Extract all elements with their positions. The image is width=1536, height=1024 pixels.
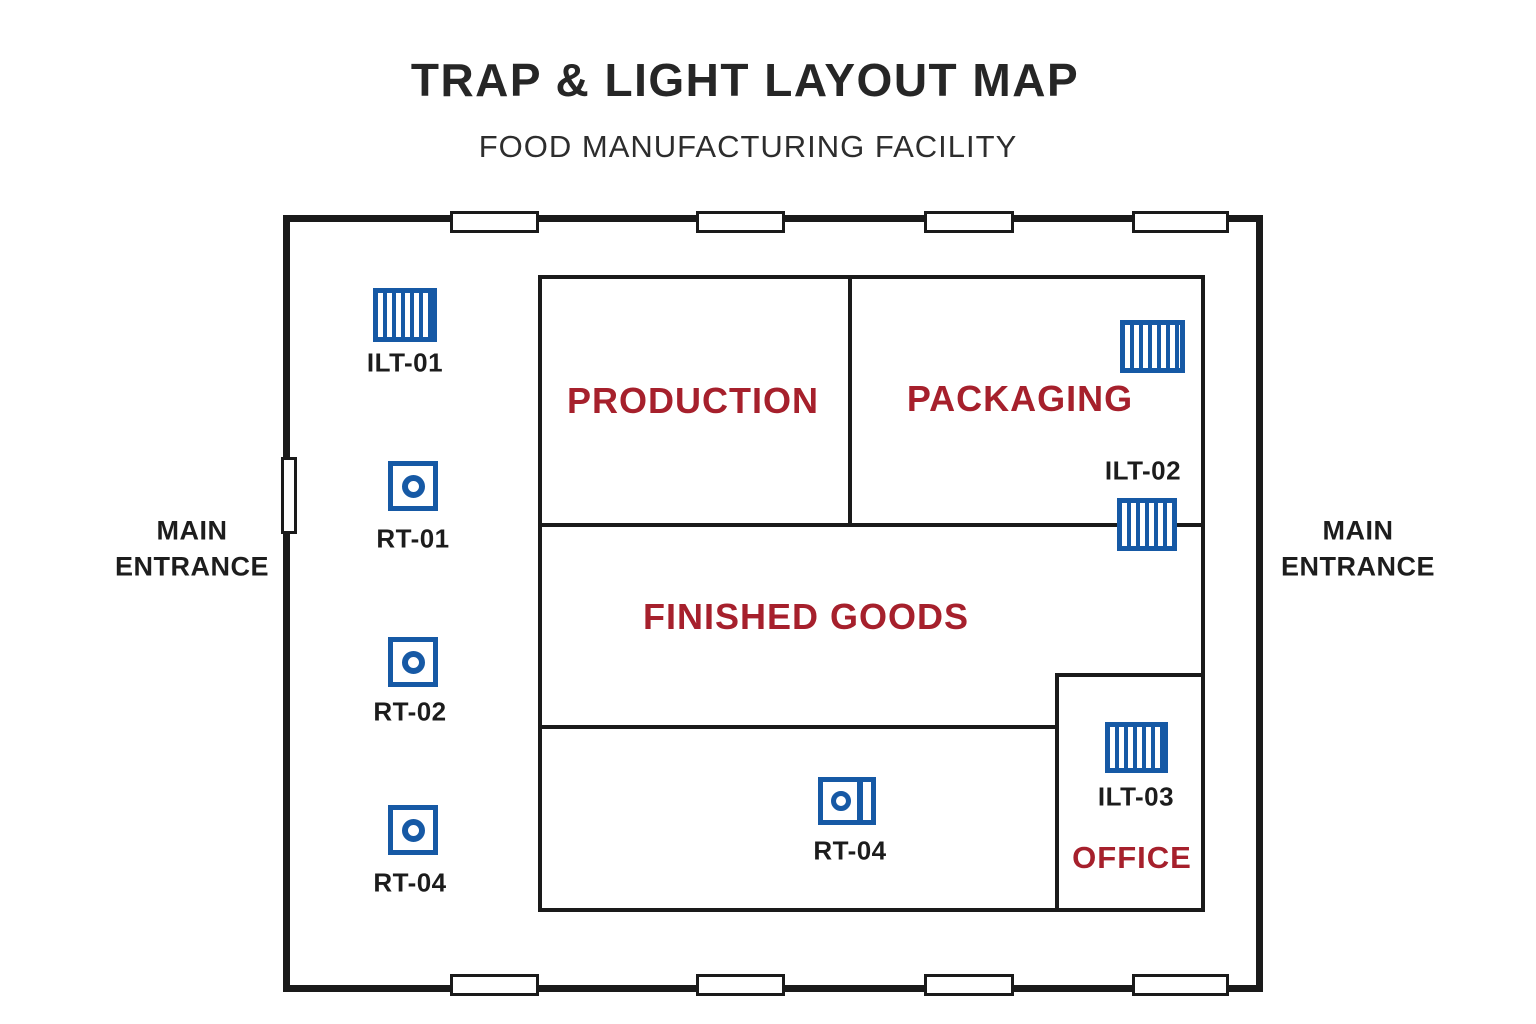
insect-light-trap-icon bbox=[1105, 722, 1168, 773]
insect-light-trap-icon bbox=[373, 288, 437, 342]
wall-opening bbox=[1132, 211, 1229, 233]
rodent-trap-icon bbox=[388, 805, 438, 855]
wall-opening bbox=[696, 211, 785, 233]
wall-opening bbox=[450, 211, 539, 233]
map-subtitle: FOOD MANUFACTURING FACILITY bbox=[478, 129, 1018, 164]
room-label-office: OFFICE bbox=[1072, 840, 1192, 875]
trap-label-ilt01: ILT-01 bbox=[366, 347, 444, 378]
wall-opening bbox=[924, 211, 1014, 233]
main-entrance-label-right: MAIN ENTRANCE bbox=[1281, 513, 1435, 586]
room-label-packaging: PACKAGING bbox=[906, 378, 1134, 419]
room-label-production: PRODUCTION bbox=[567, 380, 819, 421]
rodent-trap-icon bbox=[388, 637, 438, 687]
wall-opening bbox=[450, 974, 539, 996]
wall-opening bbox=[696, 974, 785, 996]
trap-ring bbox=[401, 650, 425, 674]
entrance-line1: MAIN bbox=[156, 515, 228, 546]
trap-label-rt02: RT-02 bbox=[373, 696, 447, 727]
trap-label-ilt02: ILT-02 bbox=[1104, 455, 1182, 486]
entrance-door-left bbox=[281, 457, 297, 534]
insect-light-trap-icon bbox=[1117, 498, 1177, 551]
trap-divider-bar bbox=[857, 782, 863, 820]
trap-ring bbox=[831, 791, 851, 811]
entrance-line2: ENTRANCE bbox=[114, 552, 270, 582]
trap-label-ilt03: ILT-03 bbox=[1097, 781, 1175, 812]
map-title: TRAP & LIGHT LAYOUT MAP bbox=[410, 54, 1080, 106]
room-office-outline bbox=[1055, 673, 1205, 912]
trap-label-rt04-left: RT-04 bbox=[373, 867, 447, 898]
trap-ring bbox=[401, 818, 425, 842]
main-entrance-label-left: MAIN ENTRANCE bbox=[115, 513, 269, 586]
entrance-line2: ENTRANCE bbox=[1280, 552, 1436, 582]
wall-opening bbox=[1132, 974, 1229, 996]
trap-label-rt01: RT-01 bbox=[376, 523, 450, 554]
trap-label-rt04: RT-04 bbox=[813, 835, 887, 866]
rodent-trap-icon bbox=[818, 777, 876, 825]
rodent-trap-icon bbox=[388, 461, 438, 511]
wall-opening bbox=[924, 974, 1014, 996]
room-label-finished-goods: FINISHED GOODS bbox=[642, 596, 970, 637]
trap-ring bbox=[401, 474, 425, 498]
entrance-line1: MAIN bbox=[1322, 515, 1394, 546]
insect-light-trap-icon bbox=[1120, 320, 1185, 373]
room-bottom-outline bbox=[538, 725, 1059, 912]
